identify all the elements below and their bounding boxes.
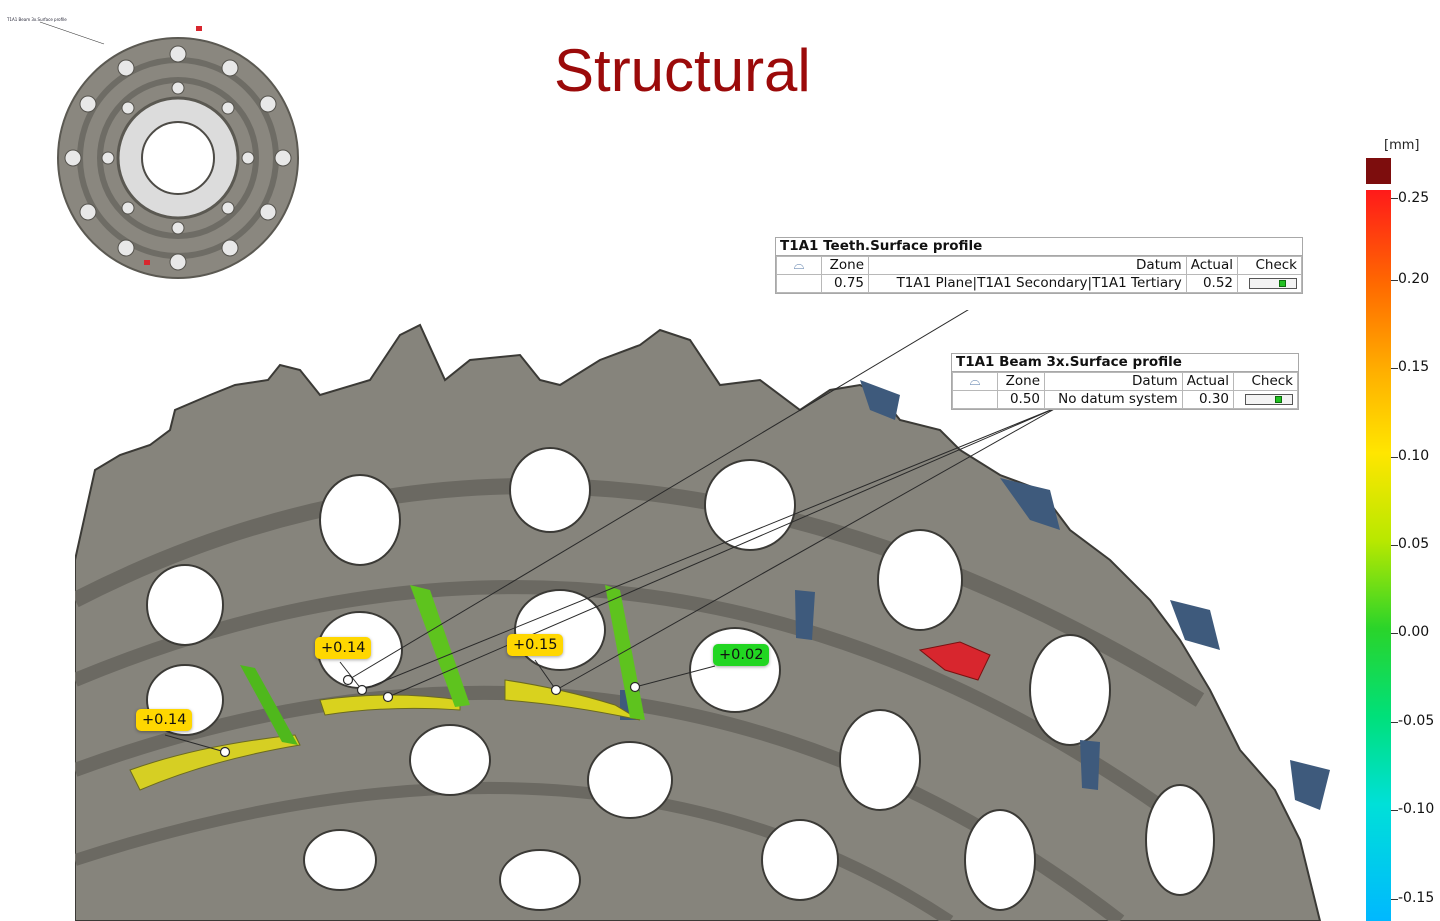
legend-tick: [1391, 198, 1398, 199]
check-header: Check: [1233, 372, 1298, 391]
legend-tick: [1391, 368, 1398, 369]
legend-tick-label: -0.10: [1398, 801, 1435, 817]
deviation-label[interactable]: +0.14: [136, 709, 193, 731]
cassette-thumbnail: [39, 21, 299, 279]
zone-value: 0.50: [997, 390, 1045, 409]
beam-profile-annotation[interactable]: T1A1 Beam 3x.Surface profile ⌓ Zone Datu…: [951, 353, 1299, 410]
datum-header: Datum: [868, 256, 1187, 275]
legend-tick: [1391, 545, 1398, 546]
legend-tick-label: 0.10: [1398, 448, 1430, 464]
deviation-label[interactable]: +0.02: [713, 644, 770, 666]
zone-value: 0.75: [821, 274, 869, 293]
legend-tick-label: 0.05: [1398, 536, 1430, 552]
surface-profile-icon: ⌓: [952, 372, 998, 391]
zone-header: Zone: [821, 256, 869, 275]
legend-unit: [mm]: [1384, 138, 1420, 153]
legend-tick: [1391, 457, 1398, 458]
legend-overflow-swatch: [1366, 158, 1391, 184]
thumbnail-label: T1A1 Beam 3x.Surface profile: [7, 17, 67, 22]
teeth-annotation-title: T1A1 Teeth.Surface profile: [776, 238, 1302, 256]
teeth-profile-annotation[interactable]: T1A1 Teeth.Surface profile ⌓ Zone Datum …: [775, 237, 1303, 294]
page-title: Structural: [554, 37, 811, 104]
color-legend-bar: [1366, 190, 1391, 921]
surface-profile-icon: ⌓: [776, 256, 822, 275]
legend-tick-label: 0.00: [1398, 624, 1430, 640]
legend-tick-label: 0.25: [1398, 190, 1430, 206]
legend-tick: [1391, 280, 1398, 281]
deviation-label[interactable]: +0.15: [507, 634, 564, 656]
legend-tick-label: 0.20: [1398, 271, 1430, 287]
legend-tick-label: 0.15: [1398, 359, 1430, 375]
legend-tick: [1391, 722, 1398, 723]
beam-annotation-title: T1A1 Beam 3x.Surface profile: [952, 354, 1298, 372]
legend-tick: [1391, 633, 1398, 634]
datum-header: Datum: [1044, 372, 1183, 391]
actual-header: Actual: [1181, 372, 1235, 391]
legend-tick: [1391, 899, 1398, 900]
datum-value: T1A1 Plane|T1A1 Secondary|T1A1 Tertiary: [868, 274, 1187, 293]
datum-value: No datum system: [1044, 390, 1183, 409]
legend-tick-label: -0.15: [1398, 890, 1435, 906]
deviation-label[interactable]: +0.14: [315, 637, 372, 659]
legend-tick: [1391, 810, 1398, 811]
zone-header: Zone: [997, 372, 1045, 391]
actual-header: Actual: [1185, 256, 1239, 275]
actual-value: 0.52: [1185, 274, 1239, 293]
check-header: Check: [1237, 256, 1302, 275]
legend-tick-label: -0.05: [1398, 713, 1435, 729]
check-indicator: [1237, 274, 1302, 293]
actual-value: 0.30: [1181, 390, 1235, 409]
check-indicator: [1233, 390, 1298, 409]
